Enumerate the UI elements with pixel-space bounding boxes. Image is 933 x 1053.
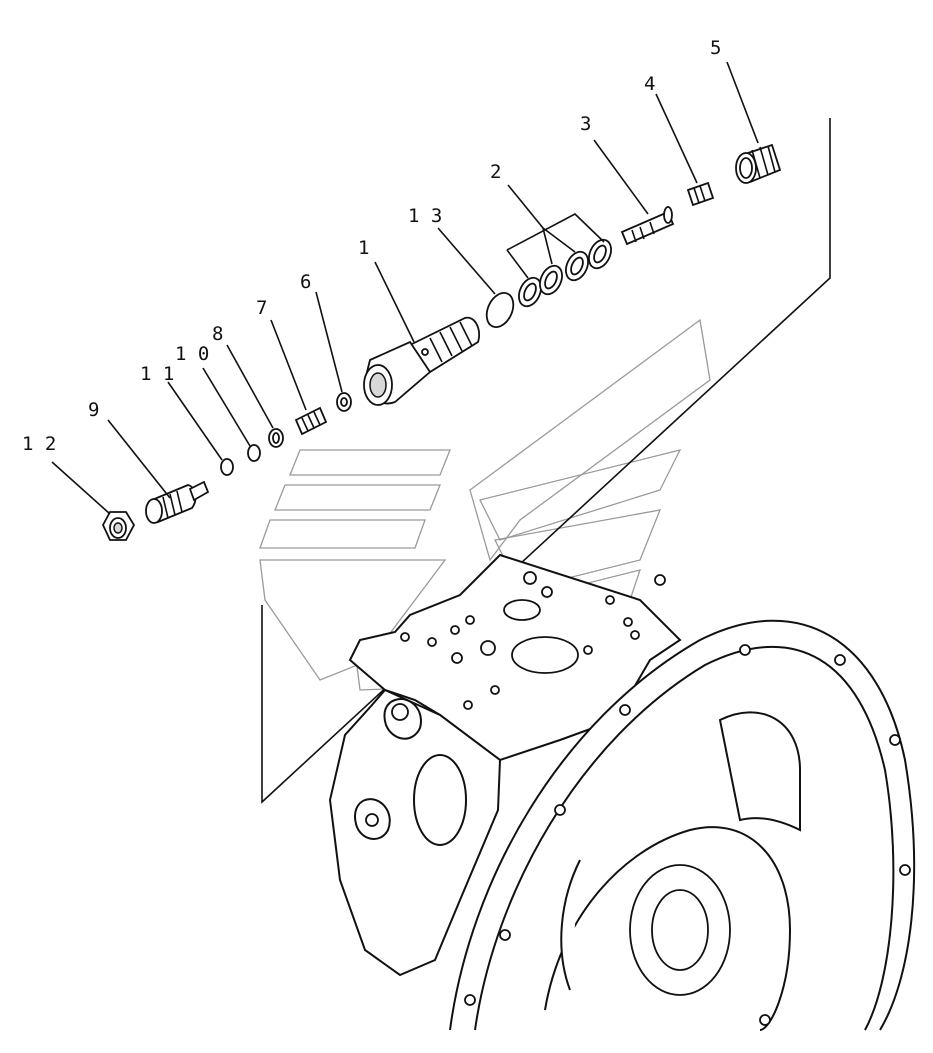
part-3-spool — [620, 206, 675, 246]
callout-3: 3 — [580, 113, 591, 135]
part-11-o-ring — [220, 458, 234, 476]
part-9-adjusting-screw — [145, 480, 210, 524]
pump-housing — [328, 553, 682, 977]
callout-labels: 5 4 3 2 1 3 1 6 7 8 1 0 1 1 9 1 2 — [22, 37, 721, 455]
part-8-washer — [268, 428, 284, 448]
callout-9: 9 — [88, 399, 99, 421]
part-4-plug — [686, 181, 715, 207]
assembly-boundary — [261, 118, 831, 804]
callout-4: 4 — [644, 73, 655, 95]
part-10-o-ring — [247, 444, 261, 462]
callout-2: 2 — [490, 161, 501, 183]
callout-8: 8 — [212, 323, 223, 345]
callout-6: 6 — [300, 271, 311, 293]
part-5-sleeve — [735, 143, 782, 184]
callout-7: 7 — [256, 297, 267, 319]
part-13-o-ring — [485, 292, 515, 328]
callout-5: 5 — [710, 37, 721, 59]
part-6-small-nut — [336, 392, 352, 412]
callout-12: 1 2 — [22, 433, 56, 455]
part-1-valve-body — [363, 316, 480, 406]
callout-10: 1 0 — [175, 343, 209, 365]
part-12-lock-nut — [101, 511, 136, 541]
callout-1: 1 — [358, 237, 369, 259]
part-7-spring — [294, 406, 328, 436]
callout-13: 1 3 — [408, 205, 442, 227]
leader-lines — [51, 61, 759, 515]
flywheel-housing — [449, 619, 916, 1031]
callout-11: 1 1 — [140, 363, 174, 385]
part-2-rings — [518, 238, 612, 308]
